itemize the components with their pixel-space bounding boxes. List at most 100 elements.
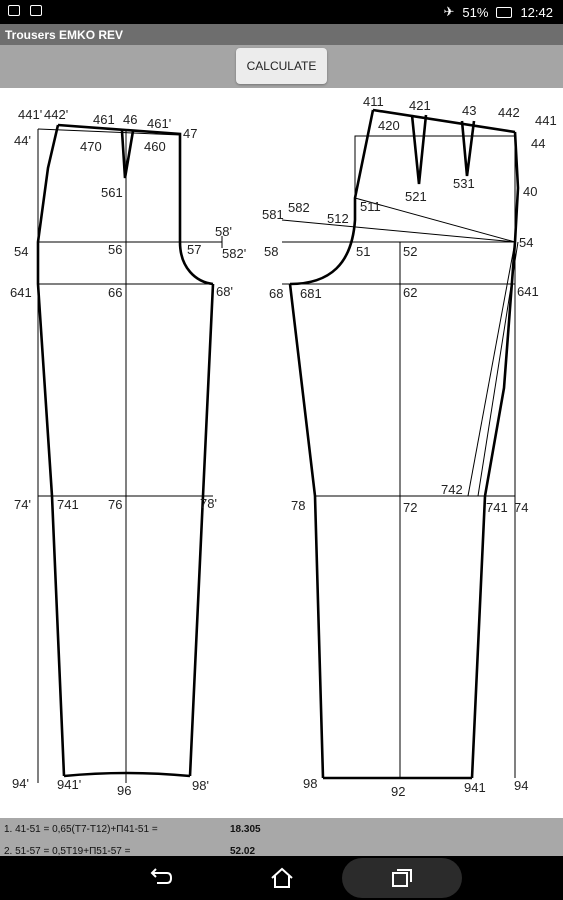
front-fly-curve xyxy=(178,241,214,286)
toolbar: CALCULATE xyxy=(0,45,563,88)
label-back: 420 xyxy=(378,118,400,133)
label-front: 76 xyxy=(108,497,122,512)
front-piece xyxy=(36,123,223,783)
back-piece xyxy=(281,108,520,780)
front-dart xyxy=(120,130,135,179)
label-front: 561 xyxy=(101,185,123,200)
label-back: 98 xyxy=(303,776,317,791)
formula-list: 1. 41-51 = 0,65(T7-T12)+П41-51 = 18.305 … xyxy=(0,818,563,856)
app-title-bar: Trousers EMKO REV xyxy=(0,24,563,45)
clock: 12:42 xyxy=(520,4,553,20)
label-back: 742 xyxy=(441,482,463,497)
label-back: 941 xyxy=(464,780,486,795)
formula-row: 2. 51-57 = 0,5T19+П51-57 = 52.02 xyxy=(4,846,559,856)
label-back: 581 xyxy=(262,207,284,222)
front-hem xyxy=(63,771,191,778)
status-bar: ✈ 51% 12:42 xyxy=(0,0,563,24)
label-front: 98' xyxy=(192,778,209,793)
label-front: 68' xyxy=(216,284,233,299)
label-front: 94' xyxy=(12,776,29,791)
back-waist-box xyxy=(354,135,516,778)
label-front: 47 xyxy=(183,126,197,141)
back-742-line xyxy=(467,241,516,497)
formula-value: 18.305 xyxy=(230,824,261,835)
front-inseam xyxy=(36,124,66,777)
label-back: 58 xyxy=(264,244,278,259)
front-waist-guide xyxy=(37,128,181,136)
label-back: 52 xyxy=(403,244,417,259)
back-yoke-line2 xyxy=(354,197,516,243)
app-title: Trousers EMKO REV xyxy=(5,28,124,42)
label-front: 460 xyxy=(144,139,166,154)
label-back: 512 xyxy=(327,211,349,226)
label-front: 96 xyxy=(117,783,131,798)
back-button[interactable] xyxy=(130,856,190,900)
front-outline xyxy=(57,123,182,242)
back-dart-1 xyxy=(410,114,428,185)
label-front: 442' xyxy=(44,107,68,122)
file-notification-icon xyxy=(30,5,42,16)
label-back: 43 xyxy=(462,103,476,118)
label-front: 470 xyxy=(80,139,102,154)
label-front: 641 xyxy=(10,285,32,300)
gallery-notification-icon xyxy=(8,5,20,16)
recent-apps-highlight xyxy=(342,858,462,898)
pattern-drawing-area: 441' 442' 461 46 461' 47 44' 470 460 561… xyxy=(0,88,563,818)
airplane-mode-icon: ✈ xyxy=(443,4,455,19)
label-back: 641 xyxy=(517,284,539,299)
navigation-bar xyxy=(0,856,563,900)
back-side-seam xyxy=(470,241,517,779)
label-back: 78 xyxy=(291,498,305,513)
label-back: 441 xyxy=(535,113,557,128)
label-front: 78' xyxy=(200,496,217,511)
label-front: 461' xyxy=(147,116,171,131)
label-back: 54 xyxy=(519,235,533,250)
back-inseam xyxy=(288,283,325,779)
back-waist xyxy=(372,108,516,134)
label-front: 54 xyxy=(14,244,28,259)
label-back: 442 xyxy=(498,105,520,120)
label-front: 461 xyxy=(93,112,115,127)
label-back: 582 xyxy=(288,200,310,215)
label-back: 40 xyxy=(523,184,537,199)
battery-icon xyxy=(496,6,513,18)
point-labels: 441' 442' 461 46 461' 47 44' 470 460 561… xyxy=(10,94,557,799)
calculate-button[interactable]: CALCULATE xyxy=(236,48,327,84)
formula-value: 52.02 xyxy=(230,846,256,856)
label-front: 44' xyxy=(14,133,31,148)
recent-apps-icon xyxy=(392,869,412,887)
back-yoke-line xyxy=(281,219,516,243)
formula-text: 1. 41-51 = 0,65(T7-T12)+П41-51 = xyxy=(4,824,158,835)
label-front: 582' xyxy=(222,246,246,261)
home-button[interactable] xyxy=(252,856,312,900)
back-seat-curve xyxy=(289,109,375,286)
formula-row: 1. 41-51 = 0,65(T7-T12)+П41-51 = 18.305 xyxy=(4,824,559,838)
label-back: 92 xyxy=(391,784,405,799)
label-back: 68 xyxy=(269,286,283,301)
front-side-seam xyxy=(188,283,215,777)
label-back: 741 xyxy=(486,500,508,515)
label-back: 531 xyxy=(453,176,475,191)
label-back: 74 xyxy=(514,500,528,515)
label-front: 941' xyxy=(57,777,81,792)
label-front: 66 xyxy=(108,285,122,300)
home-icon xyxy=(271,867,293,888)
label-back: 421 xyxy=(409,98,431,113)
label-back: 411 xyxy=(363,94,384,109)
battery-percent: 51% xyxy=(462,4,489,20)
back-side-seam-top xyxy=(513,131,520,243)
label-front: 56 xyxy=(108,242,122,257)
label-front: 57 xyxy=(187,242,201,257)
label-front: 46 xyxy=(123,112,137,127)
label-back: 62 xyxy=(403,285,417,300)
formula-text: 2. 51-57 = 0,5T19+П51-57 = xyxy=(4,846,131,856)
label-back: 94 xyxy=(514,778,528,793)
back-arrow-icon xyxy=(150,868,173,884)
label-back: 51 xyxy=(356,244,370,259)
label-front: 441' xyxy=(18,107,42,122)
back-dart-2 xyxy=(460,120,476,177)
label-front: 741 xyxy=(57,497,79,512)
recent-apps-button[interactable] xyxy=(372,856,432,900)
label-front: 74' xyxy=(14,497,31,512)
label-back: 511 xyxy=(360,199,381,214)
